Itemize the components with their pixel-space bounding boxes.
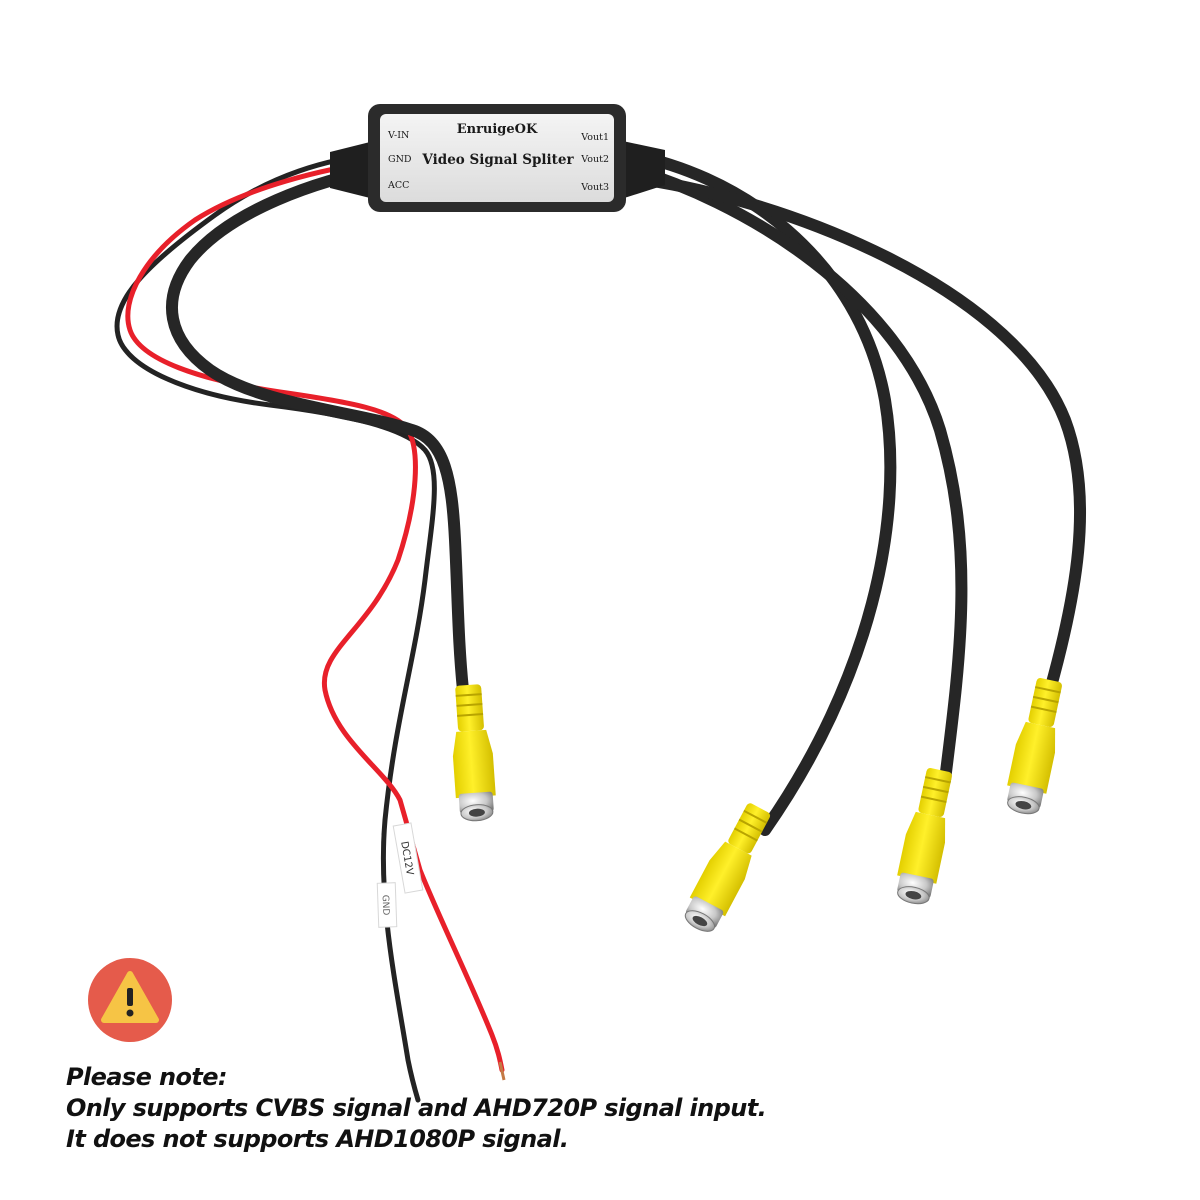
note-line-1: Only supports CVBS signal and AHD720P si… (66, 1094, 767, 1122)
output-label-vout2: Vout2 (580, 154, 609, 165)
black-wire-tag: GND (376, 882, 398, 928)
output-label-vout3: Vout3 (580, 182, 609, 193)
input-label-gnd: GND (388, 154, 412, 165)
compatibility-note: Please note: Only supports CVBS signal a… (66, 1062, 767, 1155)
cable-vout3 (609, 170, 1087, 696)
power-wire (125, 159, 505, 1073)
rca-connector-vout2 (897, 768, 952, 905)
rca-connector-input (452, 684, 496, 822)
cable-1 (166, 164, 469, 696)
brand-label: EnruigeOK (457, 122, 538, 137)
cable-vout1 (609, 146, 897, 836)
svg-text:GND: GND (380, 895, 391, 916)
output-label-vout1: Vout1 (580, 132, 609, 143)
input-label-vin: V-IN (387, 130, 409, 141)
red-wire-tag: DC12V (392, 822, 424, 894)
splitter-box: EnruigeOK Video Signal Spliter V-IN GND … (368, 104, 626, 212)
device-name-label: Video Signal Spliter (421, 152, 574, 168)
rca-connector-vout1 (684, 803, 771, 932)
input-label-acc: ACC (387, 180, 409, 191)
cable-vout2 (609, 158, 968, 786)
strain-relief-right (618, 140, 665, 200)
red-wire-tip (498, 1061, 506, 1081)
note-line-2: It does not supports AHD1080P signal. (66, 1125, 569, 1153)
strain-relief-left (330, 140, 378, 200)
warning-icon (88, 958, 172, 1042)
note-heading: Please note: (66, 1063, 228, 1091)
rca-connector-vout3 (1007, 678, 1062, 815)
